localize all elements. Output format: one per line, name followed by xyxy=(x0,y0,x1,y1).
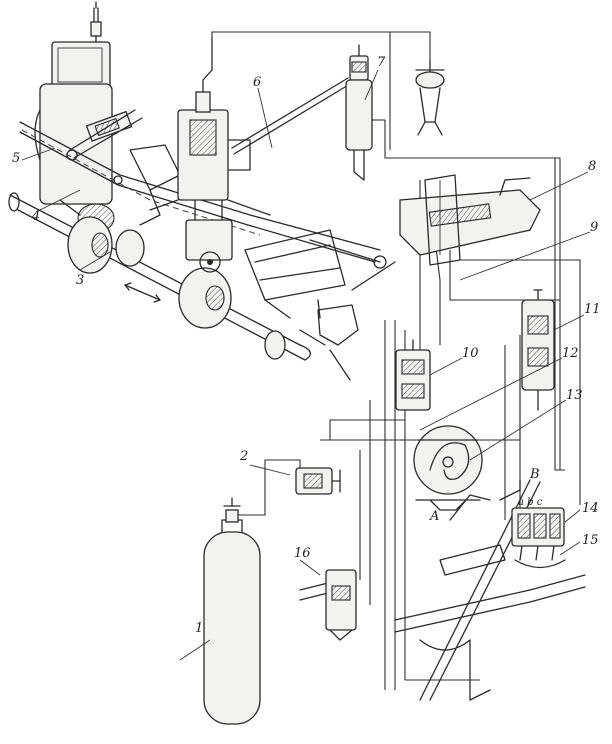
callout-1: 1 xyxy=(195,621,203,636)
callout-13: 13 xyxy=(566,388,583,403)
pressure-reducer-2 xyxy=(295,467,341,495)
callout-8: 8 xyxy=(588,159,596,174)
callout-15: 15 xyxy=(582,533,599,548)
callout-4: 4 xyxy=(31,209,40,224)
throttle-rod xyxy=(231,77,351,155)
cam-dial-13 xyxy=(413,425,483,511)
valve-10 xyxy=(395,339,431,411)
callout-14: 14 xyxy=(582,501,599,516)
distributor-top xyxy=(415,59,445,136)
letter-b: B xyxy=(529,467,540,482)
callout-6: 6 xyxy=(253,75,261,90)
callout-9: 9 xyxy=(590,220,598,235)
callout-leaders xyxy=(21,69,591,661)
pedal-assembly xyxy=(394,479,586,701)
injection-pump xyxy=(149,37,271,273)
callout-12: 12 xyxy=(562,346,579,361)
lever-assembly xyxy=(244,229,396,381)
callout-7: 7 xyxy=(377,55,386,70)
injector-7 xyxy=(345,44,385,181)
callout-2: 2 xyxy=(239,449,248,464)
callout-labels: 1 2 3 4 5 6 7 8 9 10 11 12 13 14 15 16 A… xyxy=(12,55,601,636)
callout-16: 16 xyxy=(294,546,311,561)
valve-group-14-15 xyxy=(511,507,566,569)
valve-block-8 xyxy=(399,174,541,266)
letter-a: A xyxy=(429,509,439,524)
callout-3: 3 xyxy=(76,273,84,288)
gas-cylinder-1 xyxy=(203,497,266,725)
callout-11: 11 xyxy=(584,302,601,317)
callout-10: 10 xyxy=(462,346,479,361)
callout-5: 5 xyxy=(12,151,20,166)
pipe-network xyxy=(211,31,581,690)
valve-11 xyxy=(521,289,555,411)
engine-block xyxy=(34,1,115,233)
valve-16 xyxy=(299,569,357,641)
camshaft xyxy=(8,192,312,361)
letters-abc: a b c xyxy=(518,497,543,508)
